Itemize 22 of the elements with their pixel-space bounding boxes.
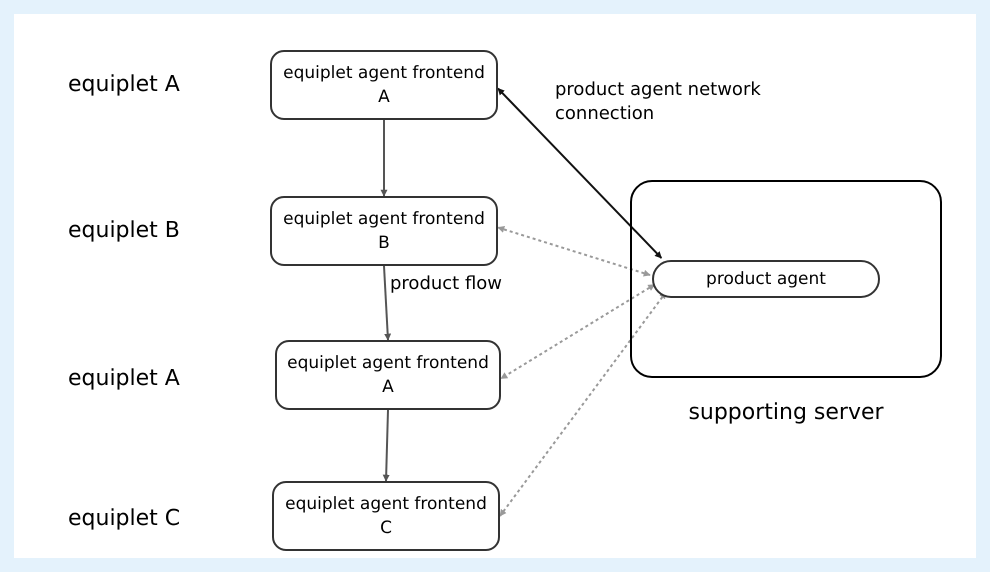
edge-label: product flow: [390, 272, 504, 296]
arrow: [383, 266, 392, 341]
equiplet-label: equiplet C: [68, 505, 180, 533]
frontend-box: [270, 50, 498, 120]
node-text: product agent: [705, 268, 827, 291]
equiplet-label: equiplet A: [68, 71, 180, 99]
agent-pill: [652, 260, 880, 298]
edge-label: product agent network connection: [555, 78, 762, 126]
node-text: equiplet agent frontend B: [282, 208, 486, 255]
frontend-box: [275, 340, 501, 410]
arrow: [497, 88, 662, 259]
arrow: [380, 120, 388, 197]
node-text: equiplet agent frontend C: [284, 493, 488, 540]
frontend-box: [270, 196, 498, 266]
node-text: equiplet agent frontend A: [286, 352, 490, 399]
frontend-box: [272, 481, 500, 551]
dotted-arrow: [497, 226, 651, 277]
equiplet-label: equiplet B: [68, 217, 180, 245]
equiplet-label: equiplet A: [68, 365, 180, 393]
node-text: equiplet agent frontend A: [282, 62, 486, 109]
arrow: [382, 410, 390, 482]
server-caption: supporting server: [687, 399, 885, 427]
